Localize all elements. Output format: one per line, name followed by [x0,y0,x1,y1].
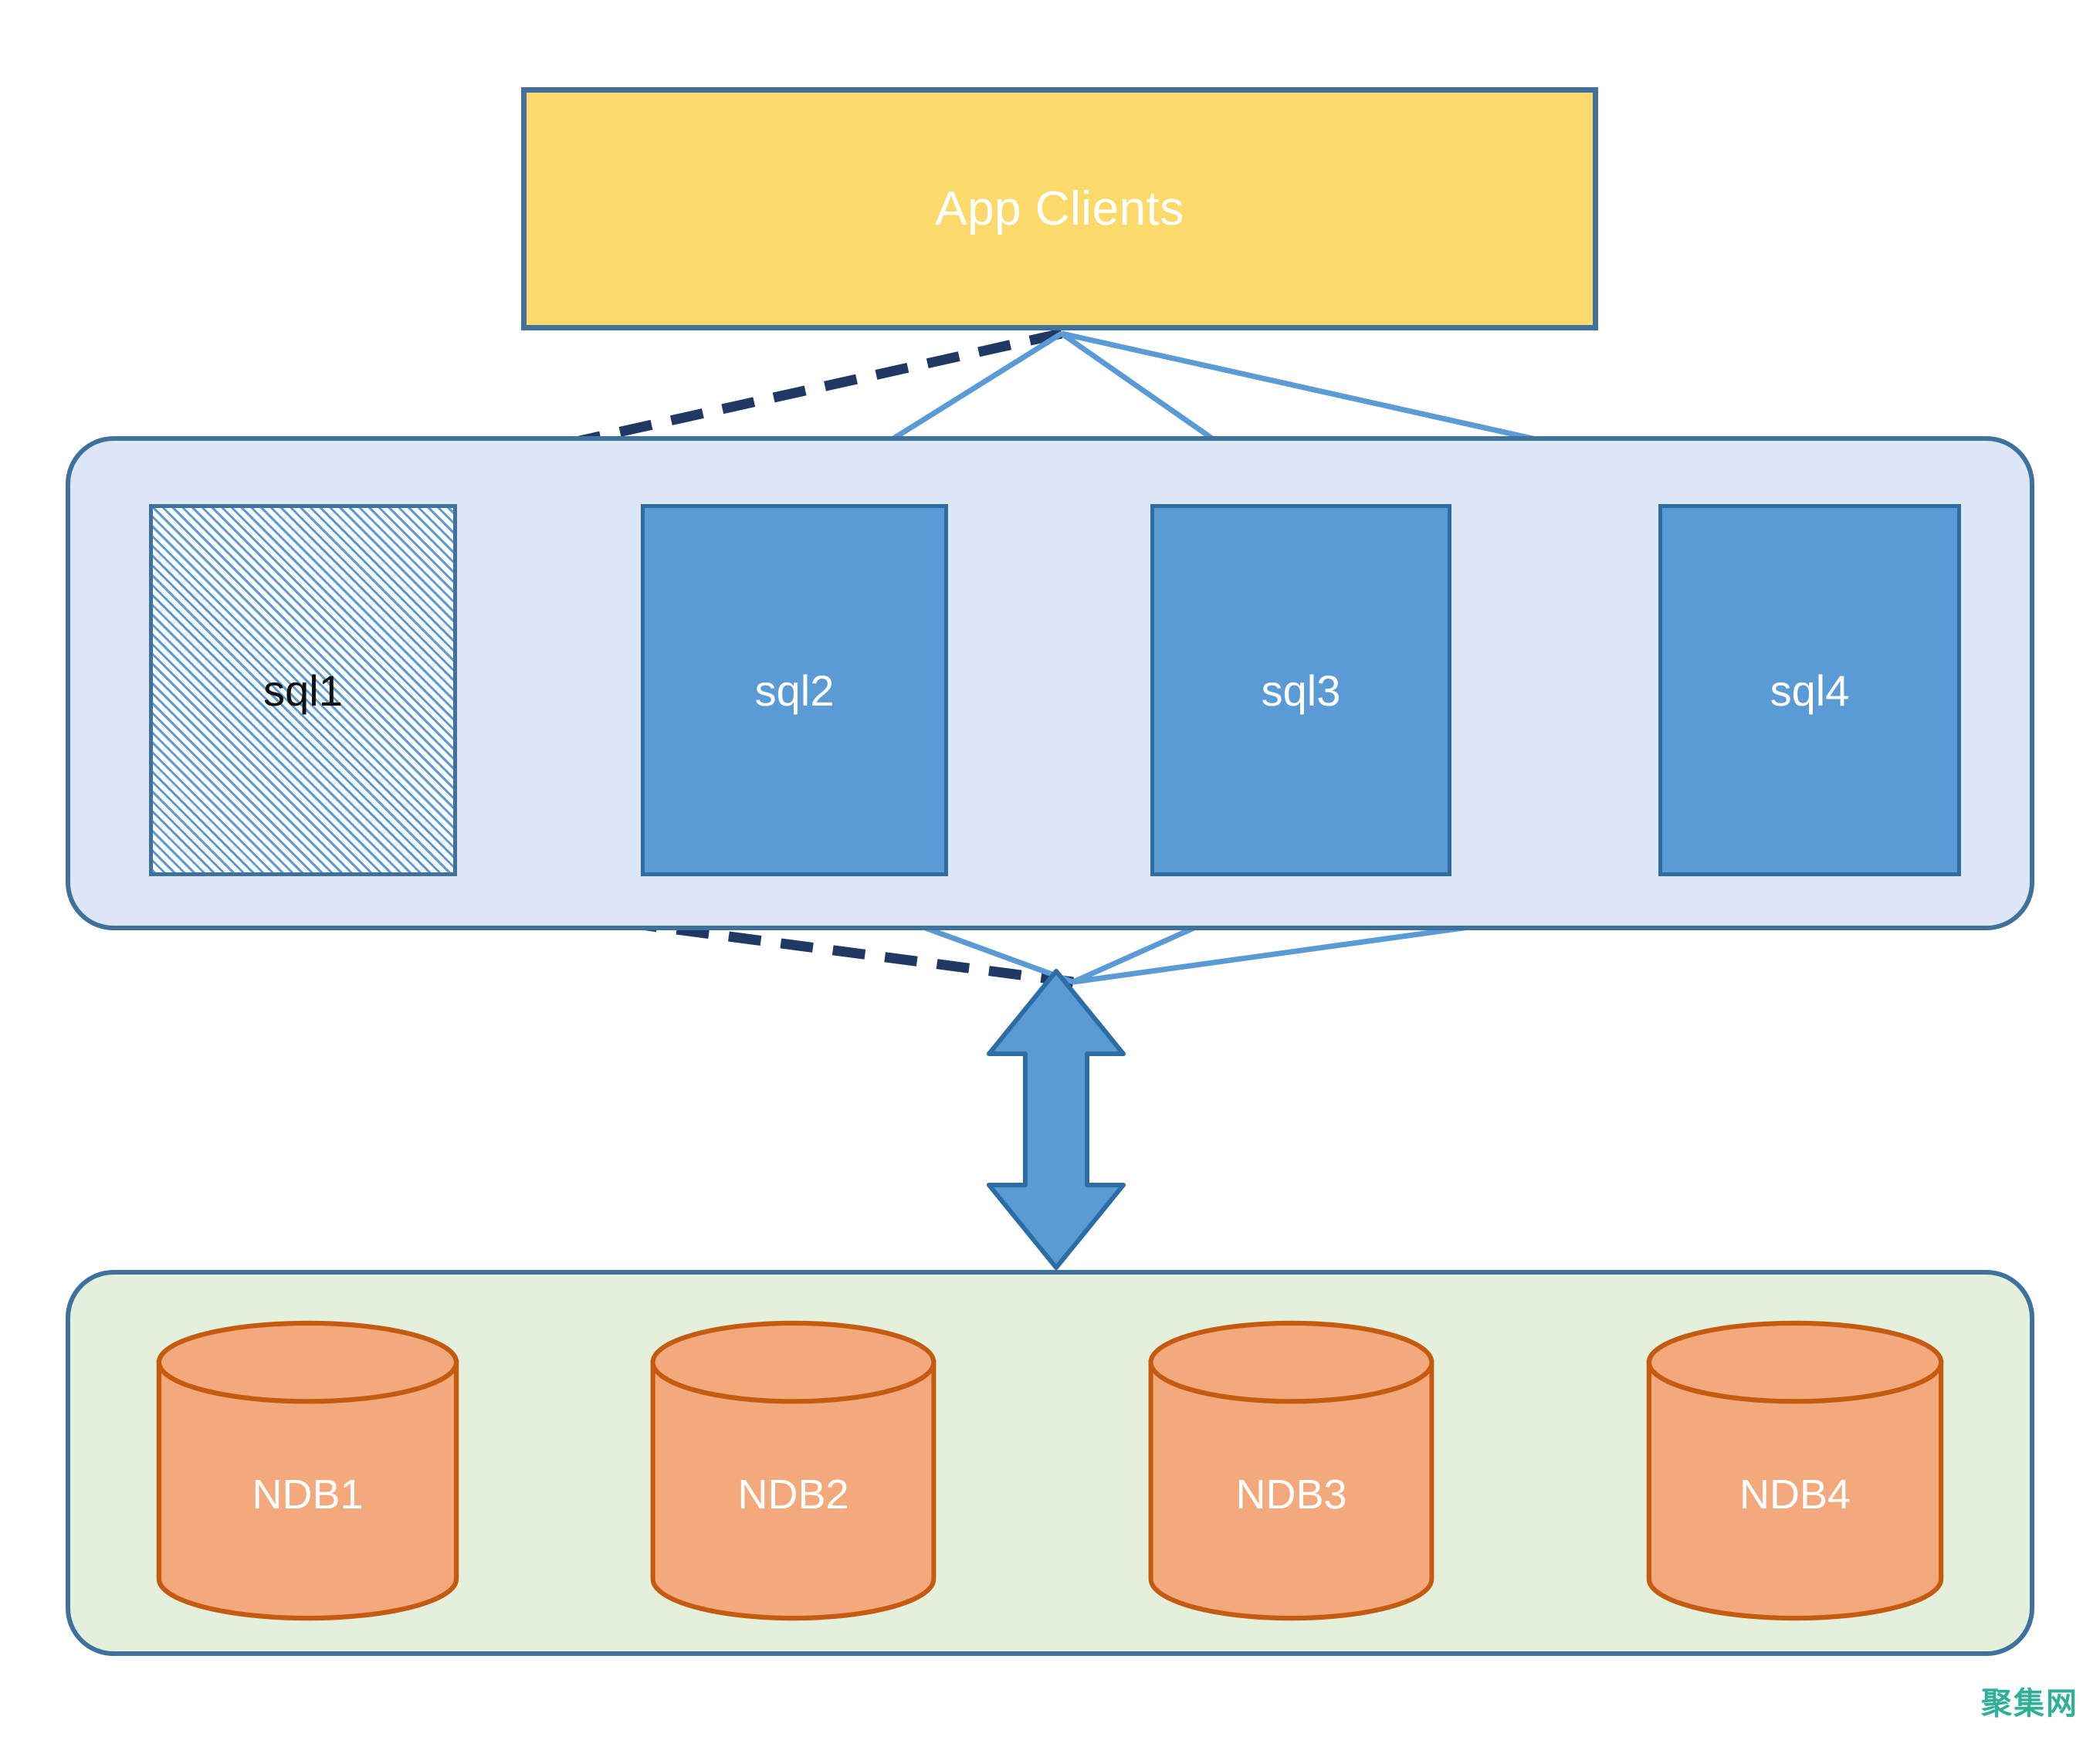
ndb-node-ndb1[interactable]: NDB1 [154,1320,461,1621]
ndb-node-ndb2[interactable]: NDB2 [649,1320,938,1621]
bidirectional-arrow [987,969,1126,1270]
sql-node-sql1[interactable]: sql1 [149,504,457,876]
sql-node-label: sql2 [754,665,835,715]
sql-node-sql2[interactable]: sql2 [641,504,948,876]
database-cylinder-icon [650,1320,937,1621]
watermark: 聚集网 [1981,1686,2078,1722]
app-clients-label: App Clients [935,182,1184,235]
ndb-node-ndb3[interactable]: NDB3 [1147,1320,1436,1621]
sql-node-label: sql4 [1770,665,1850,715]
database-cylinder-icon [156,1320,459,1621]
database-cylinder-icon [1148,1320,1434,1621]
app-clients-box[interactable]: App Clients [521,87,1598,330]
database-cylinder-icon [1646,1320,1944,1621]
sql-node-sql3[interactable]: sql3 [1150,504,1451,876]
sql-node-label: sql3 [1261,665,1341,715]
sql-node-label: sql1 [263,665,343,715]
ndb-node-ndb4[interactable]: NDB4 [1644,1320,1946,1621]
sql-node-sql4[interactable]: sql4 [1658,504,1961,876]
